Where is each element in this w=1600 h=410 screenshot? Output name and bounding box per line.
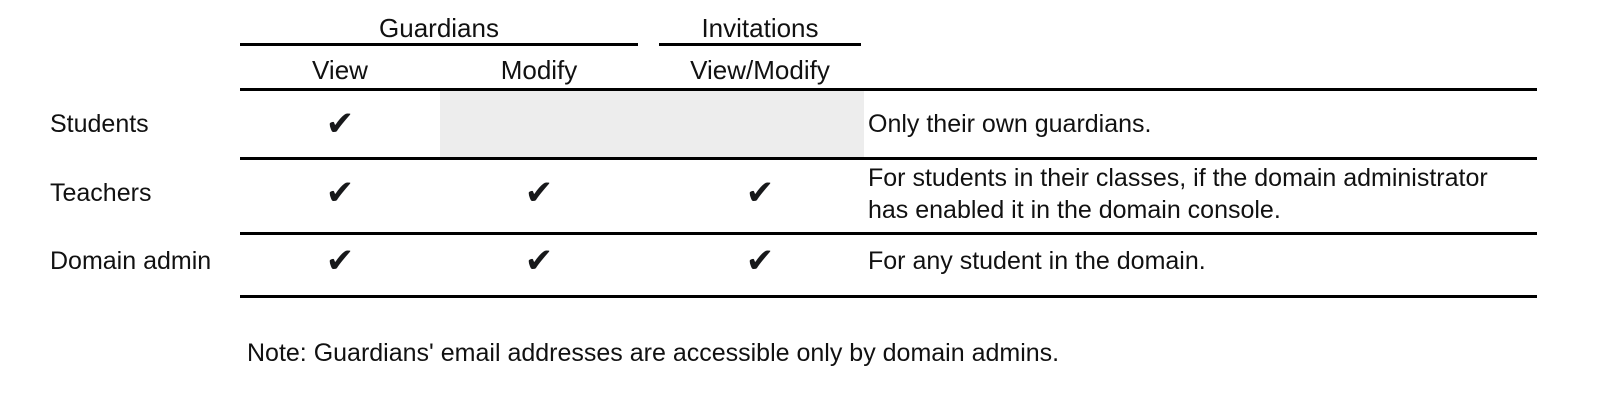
rule-after-teachers-row [240, 232, 1537, 235]
description-teachers: For students in their classes, if the do… [868, 162, 1528, 226]
column-group-invitations-label: Invitations [701, 13, 819, 43]
column-group-header: Guardians Invitations [0, 12, 1600, 48]
rule-under-invitations [659, 43, 861, 46]
checkmark-icon-teachers-guardians-modify: ✔ [524, 173, 554, 213]
checkmark-icon-domain-admin-invitations-view-modify: ✔ [745, 241, 775, 281]
description-domain-admin: For any student in the domain. [868, 245, 1528, 277]
column-header-invitations-view-modify: View/Modify [690, 55, 830, 85]
column-header-guardians-modify: Modify [500, 55, 578, 85]
description-students-line-1: Only their own guardians. [868, 110, 1152, 138]
rule-table-bottom [240, 295, 1537, 298]
checkmark-icon-teachers-guardians-view: ✔ [325, 173, 355, 213]
rule-after-students-row [240, 157, 1537, 160]
column-header-guardians-view: View [312, 55, 368, 85]
row-label-teachers: Teachers [50, 179, 152, 207]
row-label-domain-admin: Domain admin [50, 247, 212, 275]
rule-header-bottom [240, 88, 1537, 91]
row-label-students: Students [50, 110, 149, 138]
checkmark-icon-domain-admin-guardians-view: ✔ [325, 241, 355, 281]
description-domain-admin-line-1: For any student in the domain. [868, 247, 1206, 275]
column-sub-header: View Modify View/Modify [0, 54, 1600, 86]
description-teachers-line-1: For students in their classes, if the do… [868, 164, 1488, 192]
description-teachers-line-2: has enabled it in the domain console. [868, 196, 1281, 224]
column-group-guardians-label: Guardians [379, 13, 499, 43]
rule-under-guardians [240, 43, 638, 46]
checkmark-icon-students-guardians-view: ✔ [325, 104, 355, 144]
description-students: Only their own guardians. [868, 108, 1528, 140]
footnote-note: Note: Guardians' email addresses are acc… [247, 339, 1060, 367]
students-row-disabled-shading [440, 91, 864, 157]
checkmark-icon-domain-admin-guardians-modify: ✔ [524, 241, 554, 281]
checkmark-icon-teachers-invitations-view-modify: ✔ [745, 173, 775, 213]
